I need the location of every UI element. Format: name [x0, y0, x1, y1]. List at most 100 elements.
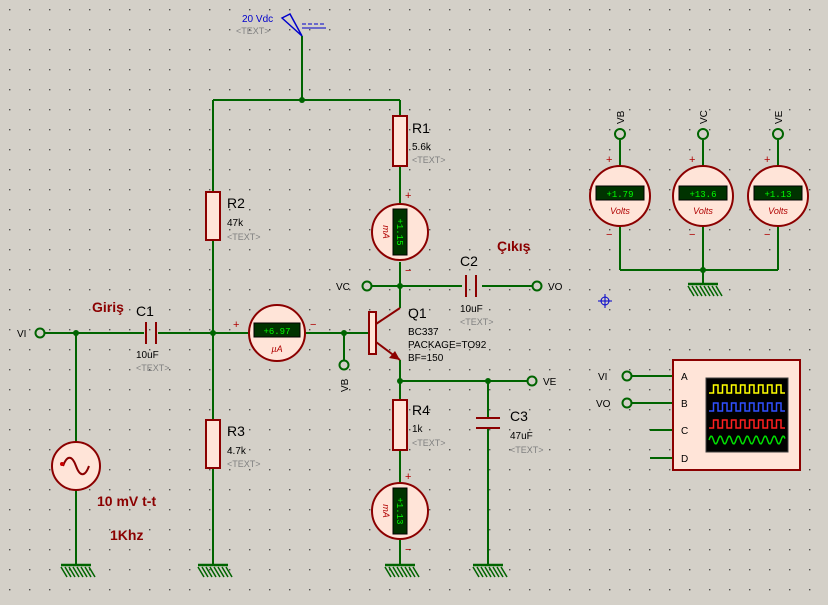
terminal-vb-circle	[338, 359, 350, 371]
resistor-r4-body	[392, 399, 408, 451]
terminal-vo[interactable]: VO	[531, 280, 563, 294]
resistor-r2-body	[205, 191, 221, 241]
voltmeter-ve-plus: +	[764, 154, 770, 166]
ammeter-collector-plus: +	[405, 190, 411, 202]
voltmeter-vb-unit: Volts	[610, 206, 630, 216]
q1-package: PACKAGE=TO92	[408, 340, 487, 351]
voltmeter-vc-plus: +	[689, 154, 695, 166]
r4-value: 1k	[412, 424, 424, 435]
r2-value: 47k	[227, 218, 244, 229]
ammeter-emitter[interactable]: +1.13 mA + −	[371, 471, 429, 556]
resistor-r4[interactable]: R4 1k <TEXT>	[412, 402, 446, 448]
source-polarity-dot	[60, 462, 64, 466]
resistor-r2[interactable]: R2 47k <TEXT>	[227, 195, 261, 242]
sine-wave-icon	[62, 456, 90, 476]
voltmeter-ve-probe-label: VE	[774, 110, 785, 124]
ground-icon	[687, 282, 723, 297]
capacitor-c2[interactable]: C2 10uF <TEXT>	[460, 253, 494, 327]
q1-emitter-arrow-icon	[389, 351, 400, 360]
c2-placeholder: <TEXT>	[460, 317, 494, 327]
dc-supply[interactable]: 20 Vdc <TEXT>	[236, 13, 326, 37]
voltmeter-vb-minus: −	[606, 229, 612, 241]
voltmeter-ve-value: +1.13	[764, 190, 791, 200]
c2-value: 10uF	[460, 304, 483, 315]
scope-input-vi[interactable]: VI	[598, 370, 633, 384]
ammeter-collector-unit: mA	[381, 225, 391, 239]
r2-placeholder: <TEXT>	[227, 232, 261, 242]
scope-input-vi-circle	[621, 370, 633, 382]
capacitor-c3[interactable]: C3 47uF <TEXT>	[510, 408, 544, 455]
terminal-vc[interactable]: VC	[336, 280, 373, 294]
terminal-ve-label: VE	[543, 377, 557, 388]
ground-icon	[384, 563, 420, 578]
c2-name: C2	[460, 253, 478, 269]
ammeter-emitter-unit: mA	[381, 504, 391, 518]
scope-input-vo[interactable]: VO	[596, 397, 633, 411]
capacitor-c1[interactable]: C1 10uF <TEXT>	[136, 303, 170, 373]
oscilloscope[interactable]: A B C D	[672, 359, 801, 471]
scope-input-vo-label: VO	[596, 399, 611, 410]
voltmeter-vc[interactable]: VC +13.6 Volts + −	[672, 110, 734, 241]
grounds	[60, 282, 723, 578]
wires	[45, 36, 779, 565]
terminal-vi-label: VI	[17, 329, 26, 340]
resistor-bodies	[205, 115, 408, 469]
r3-placeholder: <TEXT>	[227, 459, 261, 469]
voltmeter-ve[interactable]: VE +1.13 Volts + −	[747, 110, 809, 241]
resistor-r1[interactable]: R1 5.6k <TEXT>	[412, 120, 446, 165]
r1-name: R1	[412, 120, 430, 136]
terminal-vb[interactable]: VB	[338, 359, 352, 393]
q1-base-bar	[368, 311, 377, 355]
voltmeter-ve-minus: −	[764, 229, 770, 241]
c3-placeholder: <TEXT>	[510, 445, 544, 455]
source-frequency: 1Khz	[110, 527, 143, 543]
voltmeter-vc-probe	[697, 128, 709, 140]
ground-icon	[197, 563, 233, 578]
terminal-ve-circle	[526, 375, 538, 387]
voltmeter-vc-display	[678, 185, 728, 201]
power-arrow-icon	[280, 13, 303, 37]
terminal-vi-circle	[34, 327, 46, 339]
r4-name: R4	[412, 402, 430, 418]
resistor-r3-body	[205, 419, 221, 469]
voltmeter-vc-unit: Volts	[693, 206, 713, 216]
q1-bf: BF=150	[408, 353, 444, 364]
ammeter-emitter-minus: −	[405, 544, 411, 556]
scope-screen	[705, 377, 789, 453]
transistor-q1[interactable]: Q1 BC337 PACKAGE=TO92 BF=150	[368, 305, 487, 364]
ammeter-collector[interactable]: +1.15 mA + −	[371, 190, 429, 277]
ammeter-base-display	[253, 322, 301, 338]
voltmeter-vc-minus: −	[689, 229, 695, 241]
scope-channel-d: D	[681, 454, 688, 465]
ammeter-base[interactable]: +6.97 µA + −	[233, 304, 316, 362]
ac-source[interactable]: 10 mV t-t 1Khz	[51, 441, 156, 543]
capacitor-plates	[145, 275, 500, 429]
ammeter-emitter-plus: +	[405, 471, 411, 483]
voltmeter-vb-plus: +	[606, 154, 612, 166]
scope-trace-c	[709, 419, 785, 429]
ammeter-base-minus: −	[310, 319, 316, 331]
scope-channel-a: A	[681, 372, 688, 383]
terminal-vb-label: VB	[340, 378, 351, 392]
c3-value: 47uF	[510, 431, 533, 442]
voltmeter-vb[interactable]: VB +1.79 Volts + −	[589, 110, 651, 241]
input-label: Giriş	[92, 299, 124, 315]
terminal-vi[interactable]: VI	[17, 327, 46, 341]
supply-label: 20 Vdc	[242, 14, 273, 25]
crosshair-icon	[598, 294, 612, 308]
c1-value: 10uF	[136, 350, 159, 361]
ground-icon	[472, 563, 508, 578]
terminal-vo-circle	[531, 280, 543, 292]
terminal-ve[interactable]: VE	[526, 375, 557, 389]
scope-trace-a	[709, 384, 785, 394]
c3-name: C3	[510, 408, 528, 424]
scope-trace-d	[708, 435, 786, 445]
scope-input-vo-circle	[621, 397, 633, 409]
source-amplitude: 10 mV t-t	[97, 493, 156, 509]
junctions	[73, 97, 706, 384]
resistor-r3[interactable]: R3 4.7k <TEXT>	[227, 423, 261, 469]
ammeter-emitter-display	[392, 487, 408, 535]
r1-placeholder: <TEXT>	[412, 155, 446, 165]
ammeter-base-value: +6.97	[263, 327, 290, 337]
